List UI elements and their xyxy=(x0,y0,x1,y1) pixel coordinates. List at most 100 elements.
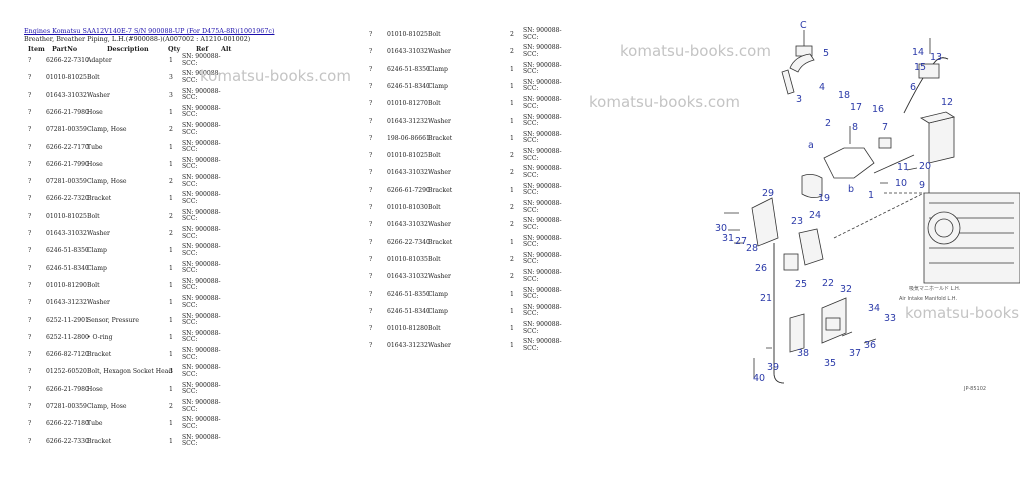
row-serial-note: SN: 900088- SCC: xyxy=(182,381,221,396)
row-qty: 2 xyxy=(510,221,514,229)
row-serial-note: SN: 900088- SCC: xyxy=(523,130,562,145)
row-description: Bracket xyxy=(428,238,453,246)
row-qty: 2 xyxy=(510,273,514,281)
row-part-number: 01643-31232 xyxy=(387,117,428,125)
page-subtitle: Breather, Breather Piping, L.H.(#900088-… xyxy=(24,35,251,43)
row-part-number: 01010-81290 xyxy=(46,281,87,289)
row-description: Bolt xyxy=(87,281,100,289)
row-description: Washer xyxy=(87,299,110,307)
callout-23: 23 xyxy=(791,216,803,227)
row-item: ? xyxy=(369,82,373,90)
row-item: ? xyxy=(369,204,373,211)
row-qty: 1 xyxy=(510,65,514,73)
row-part-number: 07281-00359 xyxy=(46,403,87,410)
row-item: ? xyxy=(28,437,32,445)
row-description: Washer xyxy=(87,91,110,99)
row-description: Clamp xyxy=(428,82,448,90)
row-description: Clamp xyxy=(428,290,448,298)
row-serial-note: SN: 900088- SCC: xyxy=(523,182,562,197)
row-part-number: 6266-21-7990 xyxy=(46,160,89,168)
row-qty: 1 xyxy=(510,290,514,298)
row-item: ? xyxy=(28,126,32,134)
row-description: Bolt xyxy=(428,255,441,263)
row-qty: 1 xyxy=(169,333,173,341)
row-description: Bracket xyxy=(87,195,112,203)
callout-18: 18 xyxy=(838,90,850,101)
row-serial-note: SN: 900088- SCC: xyxy=(523,269,562,283)
callout-12: 12 xyxy=(941,97,953,108)
row-item: ? xyxy=(28,351,32,359)
row-serial-note: SN: 900088- SCC: xyxy=(523,217,562,231)
row-item: ? xyxy=(28,333,32,341)
row-serial-note: SN: 900088- SCC: xyxy=(523,27,562,41)
row-serial-note: SN: 900088- SCC: xyxy=(523,321,562,335)
row-item: ? xyxy=(369,117,373,125)
page-header: Engines Komatsu SAA12V140E-7 S/N 900088-… xyxy=(24,27,274,43)
row-description: Clamp, Hose xyxy=(87,178,127,186)
callout-25: 25 xyxy=(795,279,807,290)
row-serial-note: SN: 900088- SCC: xyxy=(523,78,562,93)
row-description: Tube xyxy=(87,420,103,428)
callout-22: 22 xyxy=(822,278,834,289)
watermark: komatsu-books xyxy=(905,304,1020,322)
row-serial-note: SN: 900088- SCC: xyxy=(182,87,221,102)
row-description: Washer xyxy=(428,221,451,229)
col-alt: Alt xyxy=(221,45,232,53)
row-qty: 1 xyxy=(169,160,173,168)
callout-8: 8 xyxy=(852,122,858,133)
row-description: Bolt xyxy=(428,152,441,160)
row-part-number: 6266-21-7980 xyxy=(46,108,89,116)
row-qty: 1 xyxy=(510,342,514,350)
row-qty: 2 xyxy=(510,255,514,263)
row-part-number: 6266-21-7980 xyxy=(46,385,89,393)
row-part-number: 6266-82-7120 xyxy=(46,351,89,359)
callout-11: 11 xyxy=(897,162,909,173)
row-qty: 1 xyxy=(169,385,173,393)
row-description: Clamp xyxy=(428,307,448,315)
row-qty: 2 xyxy=(169,212,173,220)
watermark: komatsu-books.com xyxy=(200,67,351,85)
row-part-number: 6246-51-8340 xyxy=(46,264,89,272)
row-item: ? xyxy=(28,264,32,272)
row-qty: 1 xyxy=(510,238,514,246)
callout-14: 14 xyxy=(912,47,924,58)
row-qty: 1 xyxy=(169,195,173,203)
row-part-number: 6246-51-8350 xyxy=(387,290,430,298)
row-serial-note: SN: 900088- SCC: xyxy=(182,53,221,67)
row-qty: 1 xyxy=(169,247,173,255)
row-serial-note: SN: 900088- SCC: xyxy=(523,200,562,214)
row-qty: 2 xyxy=(169,126,173,134)
callout-5: 5 xyxy=(823,48,829,59)
row-item: ? xyxy=(369,48,373,56)
row-item: ? xyxy=(28,143,32,151)
row-serial-note: SN: 900088- SCC: xyxy=(182,295,221,309)
callout-35: 35 xyxy=(824,358,836,369)
breadcrumb-link[interactable]: Engines Komatsu SAA12V140E-7 S/N 900088-… xyxy=(24,27,275,35)
col-item: Item xyxy=(28,45,45,53)
callout-26: 26 xyxy=(755,263,767,274)
callout-32: 32 xyxy=(840,284,852,295)
callout-1: 1 xyxy=(868,190,874,201)
col-qty: Qty xyxy=(168,45,181,53)
manifold-label-en: Air Intake Manifold L.H. xyxy=(899,296,957,302)
row-part-number: 01643-31032 xyxy=(46,91,87,99)
row-qty: 2 xyxy=(169,403,173,410)
callout-36: 36 xyxy=(864,340,876,351)
row-description: • O-ring xyxy=(87,333,113,341)
row-part-number: 01010-81025 xyxy=(46,212,87,220)
row-serial-note: SN: 900088- SCC: xyxy=(523,113,562,128)
row-description: Bolt xyxy=(428,325,441,333)
breather-tube-lower xyxy=(751,197,824,384)
col-ref: Ref xyxy=(196,45,209,53)
callout-31: 31 xyxy=(722,233,734,244)
row-item: ? xyxy=(28,160,32,168)
row-item: ? xyxy=(28,316,32,324)
row-qty: 1 xyxy=(510,82,514,90)
callout-9: 9 xyxy=(919,180,925,191)
row-description: Washer xyxy=(428,117,451,125)
row-description: Hose xyxy=(87,160,103,168)
row-serial-note: SN: 900088- SCC: xyxy=(523,61,562,76)
row-qty: 1 xyxy=(510,117,514,125)
row-serial-note: SN: 900088- SCC: xyxy=(523,286,562,301)
row-description: Adapter xyxy=(87,57,112,64)
